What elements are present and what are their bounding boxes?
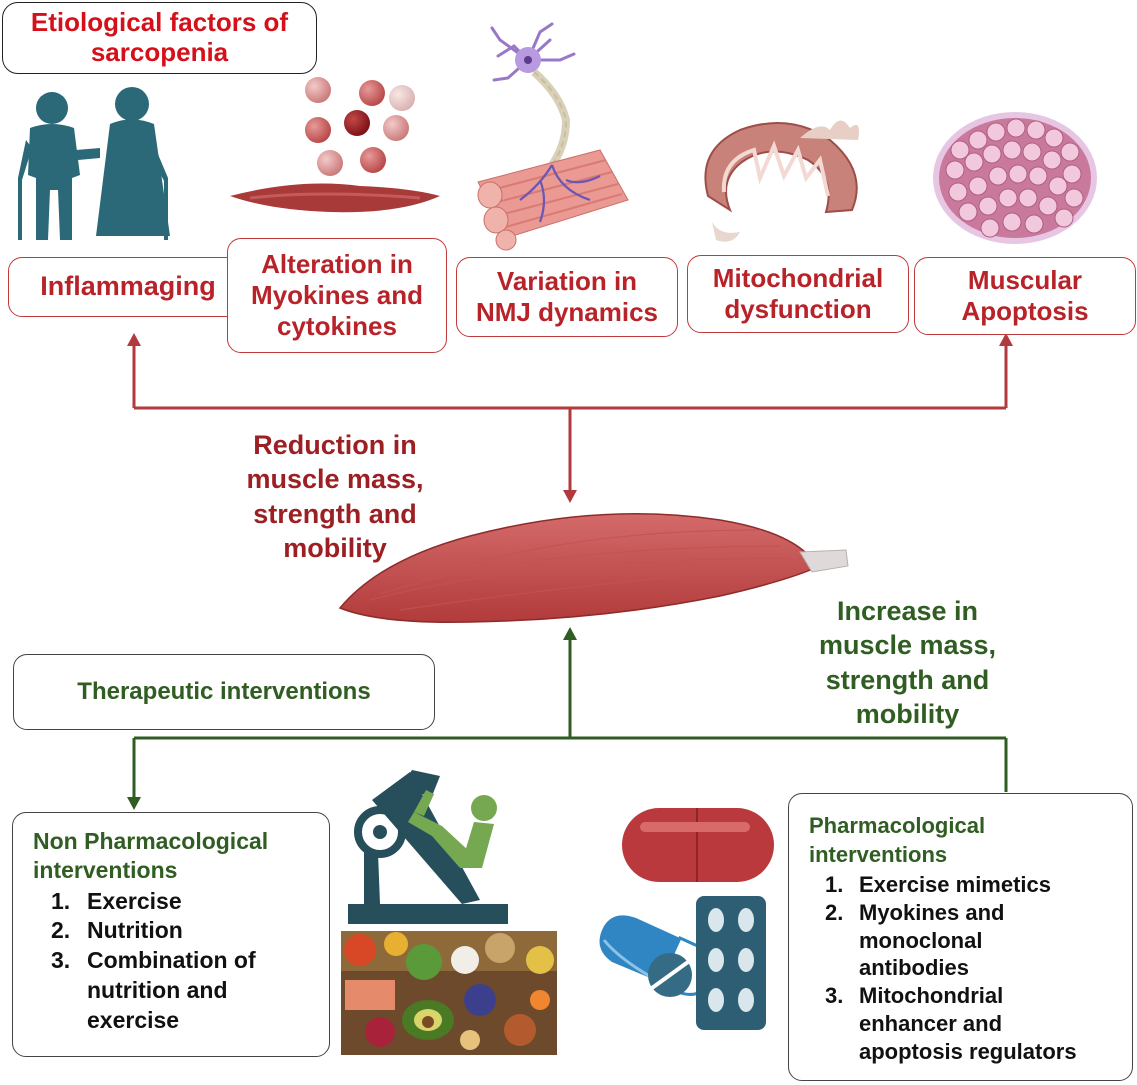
pharm-heading-1: Pharmacological <box>809 813 986 838</box>
pharmacological-box: Pharmacological interventions 1. Exercis… <box>788 793 1133 1081</box>
factor-myokines: Alteration in Myokines and cytokines <box>227 238 447 353</box>
capsule-pill-icon <box>622 808 774 882</box>
myokine-spheres-icon <box>230 77 440 213</box>
factor-label: Mitochondrial <box>712 263 884 294</box>
increase-line-1: Increase in <box>836 596 979 626</box>
factor-label: Muscular <box>967 265 1083 296</box>
healthy-food-image <box>341 931 557 1055</box>
mitochondrion-icon <box>704 120 859 242</box>
reduction-line-4: mobility <box>283 532 387 563</box>
increase-label: Increase in muscle mass, strength and mo… <box>800 594 1015 731</box>
factor-label: Alteration in <box>261 249 413 280</box>
factor-label: NMJ dynamics <box>475 297 659 327</box>
title-line-2: sarcopenia <box>90 37 229 67</box>
apoptosis-tissue-icon <box>933 112 1097 244</box>
factor-label: Apoptosis <box>961 296 1089 326</box>
red-arrow-connectors <box>132 343 1008 494</box>
therapeutic-interventions-box: Therapeutic interventions <box>13 654 435 730</box>
tablet-icon <box>648 953 692 997</box>
muscle-icon <box>338 513 849 623</box>
red-arrowheads <box>127 333 1013 503</box>
elderly-couple-icon <box>18 87 170 240</box>
list-item: 1. Exercise <box>51 887 182 914</box>
pharm-heading-2: interventions <box>809 841 948 867</box>
diagram-title: Etiological factors of sarcopenia <box>2 2 317 74</box>
increase-line-3: strength and <box>825 664 990 695</box>
non-pharmacological-box: Non Pharmacological interventions 1. Exe… <box>12 812 330 1057</box>
factor-label: Myokines and <box>251 280 423 311</box>
non-pharm-heading-2: interventions <box>33 856 178 883</box>
factor-mitochondrial: Mitochondrial dysfunction <box>687 255 909 333</box>
factor-label: Variation in <box>496 266 638 297</box>
list-item: 2. Myokines and monoclonal antibodies <box>825 899 1005 981</box>
increase-line-4: mobility <box>855 698 960 729</box>
list-item: 3. Combination of nutrition and exercise <box>51 947 256 1034</box>
factor-nmj: Variation in NMJ dynamics <box>456 257 678 337</box>
reduction-line-1: Reduction in <box>253 430 417 460</box>
therapeutic-label: Therapeutic interventions <box>77 678 371 705</box>
green-arrowheads <box>127 627 577 810</box>
factor-apoptosis: Muscular Apoptosis <box>914 257 1136 335</box>
list-item: 3. Mitochondrial enhancer and apoptosis … <box>825 983 1077 1064</box>
reduction-label: Reduction in muscle mass, strength and m… <box>225 428 445 565</box>
title-line-1: Etiological factors of <box>30 7 289 38</box>
leg-press-machine-icon <box>348 770 508 924</box>
blister-pack-icon <box>696 896 766 1030</box>
factor-label: Inflammaging <box>40 271 216 302</box>
factor-label: cytokines <box>277 310 397 341</box>
factor-inflammaging: Inflammaging <box>8 257 248 317</box>
factor-label: dysfunction <box>724 294 872 324</box>
pharm-list: 1. Exercise mimetics 2. Myokines and mon… <box>825 871 1124 1065</box>
non-pharm-heading-1: Non Pharmacological <box>33 828 269 854</box>
increase-line-2: muscle mass, <box>818 630 997 661</box>
list-item: 2. Nutrition <box>51 917 183 944</box>
reduction-line-3: strength and <box>253 498 417 529</box>
nmj-neuron-icon <box>477 22 629 251</box>
green-arrow-connectors <box>132 636 1008 800</box>
non-pharm-list: 1. Exercise 2. Nutrition 3. Combination … <box>51 887 319 1036</box>
list-item: 1. Exercise mimetics <box>825 872 1052 898</box>
reduction-line-2: muscle mass, <box>246 464 424 495</box>
